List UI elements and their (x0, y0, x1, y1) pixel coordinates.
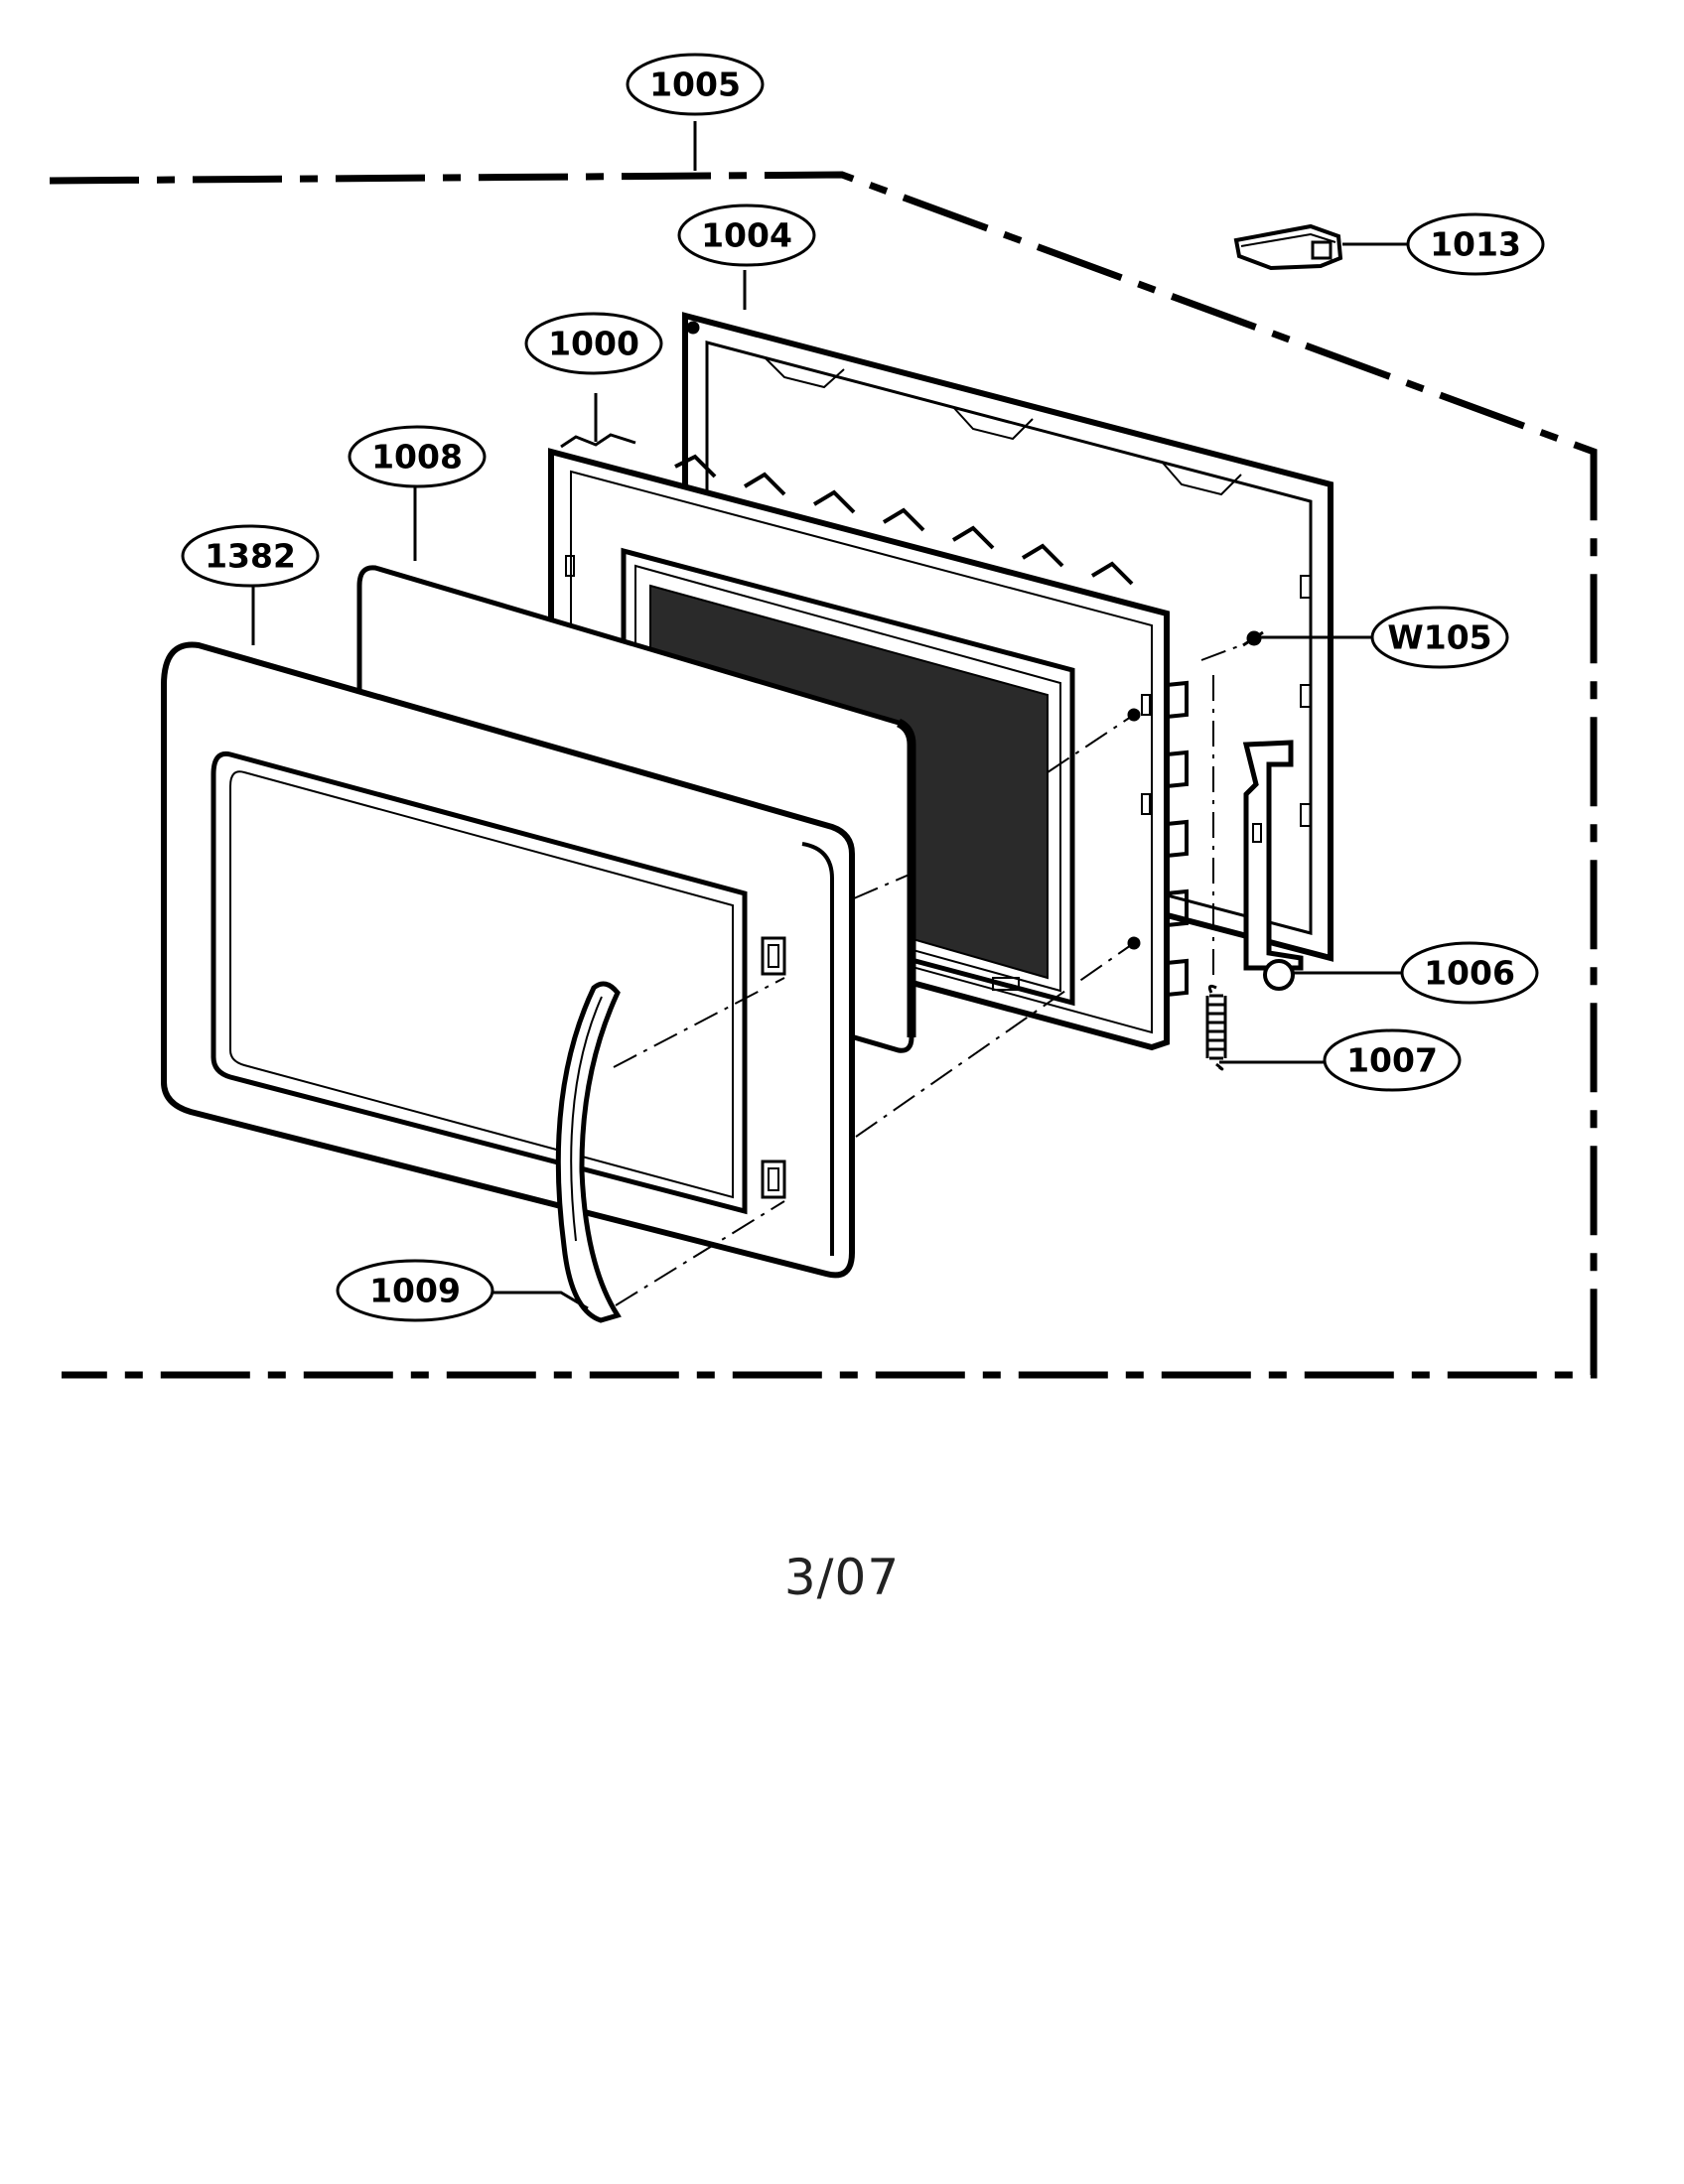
part-1009-handle (555, 981, 622, 1323)
callout-1009: 1009 (369, 1272, 461, 1310)
callout-bubble-1000 (524, 312, 663, 375)
assembly-boundary (49, 171, 1598, 1379)
callout-bubble-1004 (677, 204, 816, 267)
callout-1007: 1007 (1346, 1041, 1438, 1080)
callout-1000: 1000 (548, 325, 639, 363)
callout-bubble-1009 (336, 1259, 494, 1322)
callout-bubble-1382 (181, 524, 320, 588)
callout-bubbles (181, 53, 1545, 1322)
callout-bubble-w105 (1370, 606, 1509, 669)
part-1382-front-door-frame (161, 641, 855, 1279)
callout-1008: 1008 (371, 438, 463, 477)
callout-bubble-1005 (626, 53, 765, 116)
alignment-lines (613, 644, 1242, 1306)
page-number: 3/07 (783, 1549, 901, 1606)
callout-1382: 1382 (205, 537, 296, 576)
part-w105-screw (1242, 630, 1264, 647)
callout-w105: W105 (1387, 618, 1491, 657)
part-1006-latch-lever (1242, 740, 1304, 991)
callout-1013: 1013 (1430, 225, 1521, 264)
part-1007-spring (1205, 984, 1227, 1071)
callout-1005: 1005 (649, 66, 741, 104)
callout-labels: 1005 1004 1013 1000 1008 1382 W105 1006 … (205, 66, 1521, 1310)
leader-lines (251, 121, 1408, 1310)
part-1013-actuator (1233, 223, 1343, 271)
callout-bubble-1013 (1406, 212, 1545, 276)
callout-bubble-1007 (1323, 1028, 1462, 1092)
callout-1006: 1006 (1424, 954, 1515, 993)
callout-1004: 1004 (701, 216, 792, 255)
callout-bubble-1008 (348, 425, 487, 488)
callout-bubble-1006 (1400, 941, 1539, 1005)
